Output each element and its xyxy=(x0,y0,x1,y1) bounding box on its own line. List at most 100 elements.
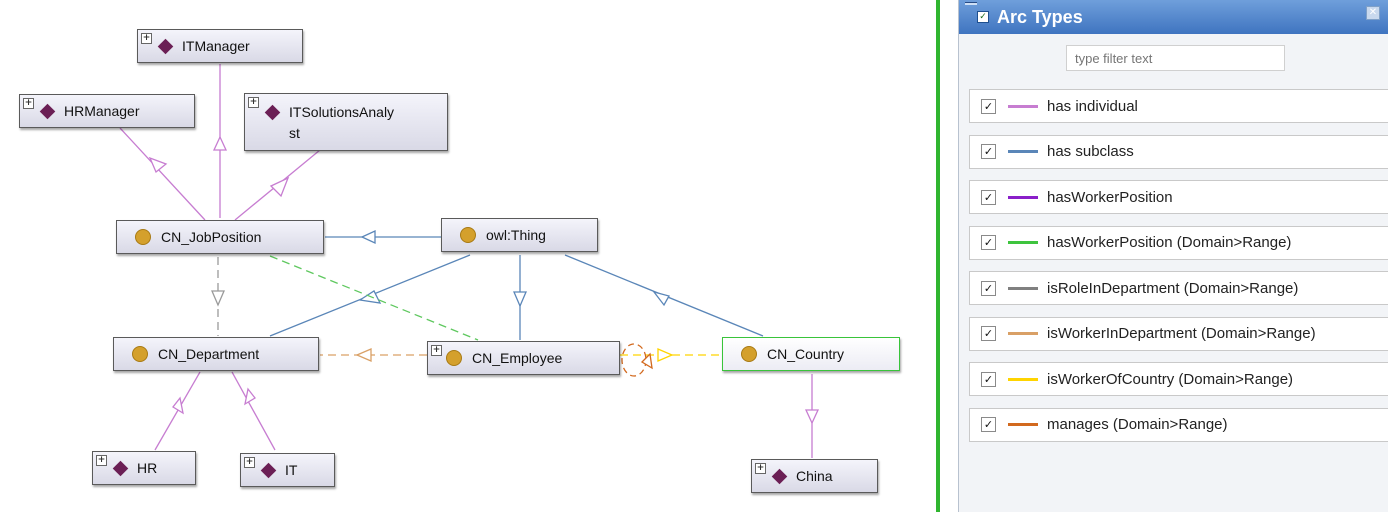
individual-diamond-icon xyxy=(112,460,129,476)
arc-color-swatch xyxy=(1008,150,1038,153)
node-label: HR xyxy=(137,460,158,476)
edge-jobposition-hrmanager xyxy=(119,127,206,221)
node-label: IT xyxy=(285,462,298,478)
class-dot-icon xyxy=(135,229,151,245)
node-hr[interactable]: + HR xyxy=(92,451,196,485)
expand-icon[interactable]: + xyxy=(755,463,766,474)
arrow-hrmanager xyxy=(148,156,168,174)
node-itsolutionsanalyst[interactable]: + ITSolutionsAnalyst xyxy=(244,93,448,151)
filter-input[interactable] xyxy=(1066,45,1285,71)
arrow-self-manages xyxy=(640,352,653,370)
node-china[interactable]: + China xyxy=(751,459,878,493)
arc-color-swatch xyxy=(1008,332,1038,335)
individual-diamond-icon xyxy=(771,468,788,484)
expand-icon[interactable]: + xyxy=(431,345,442,356)
arc-color-swatch xyxy=(1008,241,1038,244)
arc-type-checkbox[interactable]: ✓ xyxy=(981,98,996,114)
arc-type-label: has subclass xyxy=(1047,143,1134,160)
arc-type-checkbox[interactable]: ✓ xyxy=(981,189,996,205)
class-dot-icon xyxy=(446,350,462,366)
arc-type-checkbox[interactable]: ✓ xyxy=(981,144,996,159)
arc-color-swatch xyxy=(1008,423,1038,426)
arc-color-swatch xyxy=(1008,195,1038,199)
arc-type-row[interactable]: ✓ manages (Domain>Range) xyxy=(969,407,1388,442)
class-dot-icon xyxy=(132,346,148,362)
arc-type-checkbox[interactable]: ✓ xyxy=(981,417,996,432)
arc-type-checkbox[interactable]: ✓ xyxy=(981,235,996,250)
node-it[interactable]: + IT xyxy=(240,453,335,487)
panel-title: Arc Types xyxy=(997,6,1083,27)
individual-diamond-icon xyxy=(264,104,281,121)
arrow-itsolutions xyxy=(269,176,290,198)
node-cn-employee[interactable]: + CN_Employee xyxy=(427,341,620,375)
arrow-it xyxy=(244,387,256,406)
node-label: CN_Employee xyxy=(472,350,563,366)
arc-type-row[interactable]: ✓ hasWorkerPosition (Domain>Range) xyxy=(969,225,1388,260)
class-dot-icon xyxy=(460,227,476,243)
arc-type-checkbox[interactable]: ✓ xyxy=(981,280,996,296)
node-hrmanager[interactable]: + HRManager xyxy=(19,94,195,128)
individual-diamond-icon xyxy=(157,38,174,54)
drag-grip-icon[interactable] xyxy=(965,2,977,5)
ontology-graph-canvas[interactable]: + ITManager + HRManager + ITSolutionsAna… xyxy=(0,0,935,512)
arrow-itmanager xyxy=(212,135,228,151)
node-cn-department[interactable]: CN_Department xyxy=(113,337,319,371)
view-divider[interactable] xyxy=(936,0,940,512)
edge-employee-self-manages xyxy=(621,343,647,377)
arc-color-swatch xyxy=(1008,377,1038,381)
arc-type-label: hasWorkerPosition (Domain>Range) xyxy=(1047,234,1292,251)
node-label: China xyxy=(796,468,833,484)
node-owl-thing[interactable]: owl:Thing xyxy=(441,218,598,252)
expand-icon[interactable]: + xyxy=(141,33,152,44)
node-label: CN_Department xyxy=(158,346,260,362)
arc-color-swatch xyxy=(1008,286,1038,290)
arc-type-row[interactable]: ✓ isWorkerOfCountry (Domain>Range) xyxy=(969,362,1388,396)
arrow-department-grey xyxy=(211,290,225,307)
expand-icon[interactable]: + xyxy=(248,97,259,108)
arrow-department-tan xyxy=(355,348,372,362)
arc-type-label: hasWorkerPosition xyxy=(1047,188,1173,206)
edge-department-it xyxy=(231,371,276,451)
individual-diamond-icon xyxy=(260,462,277,478)
arc-types-panel: ✓ Arc Types ✕ ✓ has individual ✓ has subcla… xyxy=(958,0,1388,512)
arc-type-checkbox[interactable]: ✓ xyxy=(981,326,996,341)
arrow-country xyxy=(652,290,670,307)
panel-toggle-checkbox[interactable]: ✓ xyxy=(977,11,989,23)
arc-type-label: isWorkerOfCountry (Domain>Range) xyxy=(1047,370,1294,388)
expand-icon[interactable]: + xyxy=(244,457,255,468)
arc-type-label: isRoleInDepartment (Domain>Range) xyxy=(1047,279,1299,297)
node-label: CN_JobPosition xyxy=(161,229,262,245)
arc-type-label: manages (Domain>Range) xyxy=(1047,416,1228,433)
arrow-country-yellow xyxy=(657,348,674,362)
divider-gap xyxy=(940,0,958,512)
individual-diamond-icon xyxy=(39,103,56,119)
arc-type-row[interactable]: ✓ isWorkerInDepartment (Domain>Range) xyxy=(969,316,1388,351)
edge-department-hr xyxy=(154,371,201,451)
expand-icon[interactable]: + xyxy=(96,455,107,466)
edge-jobposition-employee-green xyxy=(269,255,479,341)
close-icon[interactable]: ✕ xyxy=(1366,6,1380,20)
node-itmanager[interactable]: + ITManager xyxy=(137,29,303,63)
arc-type-label: isWorkerInDepartment (Domain>Range) xyxy=(1047,325,1316,342)
arrow-jobposition xyxy=(360,229,376,245)
node-label: owl:Thing xyxy=(486,227,546,243)
arc-type-row[interactable]: ✓ has subclass xyxy=(969,134,1388,169)
node-label: HRManager xyxy=(64,103,140,119)
arc-type-label: has individual xyxy=(1047,97,1138,115)
expand-icon[interactable]: + xyxy=(23,98,34,109)
arc-type-checkbox[interactable]: ✓ xyxy=(981,371,996,387)
arrow-employee xyxy=(513,291,527,308)
panel-header[interactable]: ✓ Arc Types ✕ xyxy=(959,0,1388,34)
arc-type-row[interactable]: ✓ has individual xyxy=(969,89,1388,123)
arrow-china xyxy=(804,409,820,425)
arc-type-row[interactable]: ✓ hasWorkerPosition xyxy=(969,180,1388,214)
node-label: ITManager xyxy=(182,38,250,54)
arc-color-swatch xyxy=(1008,104,1038,108)
node-cn-country[interactable]: CN_Country xyxy=(722,337,900,371)
graph-edges xyxy=(119,64,820,458)
arrow-hr xyxy=(172,396,184,415)
node-label: ITSolutionsAnalyst xyxy=(289,104,395,141)
node-label: CN_Country xyxy=(767,346,845,362)
arc-type-row[interactable]: ✓ isRoleInDepartment (Domain>Range) xyxy=(969,271,1388,305)
node-cn-jobposition[interactable]: CN_JobPosition xyxy=(116,220,324,254)
